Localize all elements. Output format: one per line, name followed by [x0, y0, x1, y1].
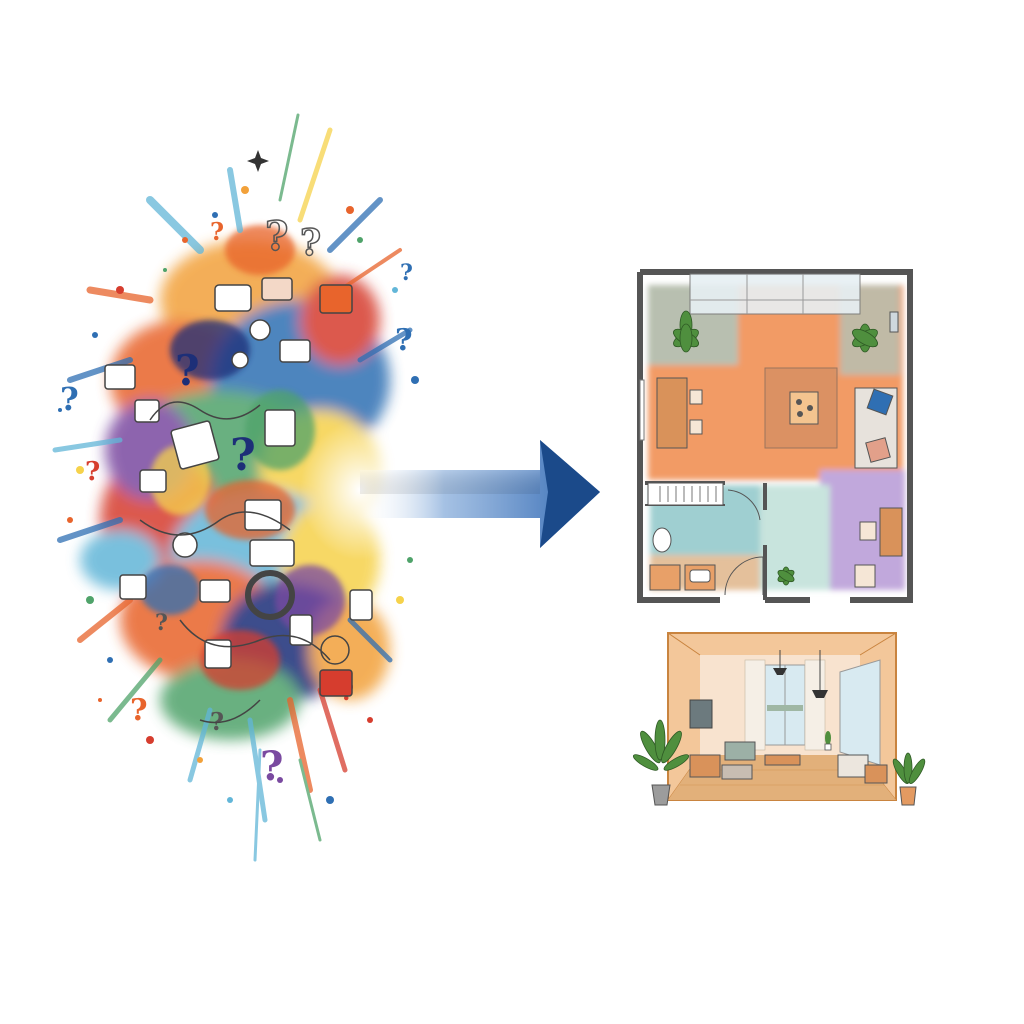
svg-text:?: ?	[85, 457, 100, 487]
splatter-rays	[52, 113, 413, 862]
pendant-lamp-2	[812, 690, 828, 698]
svg-text:?: ?	[155, 610, 168, 636]
desk	[879, 507, 903, 557]
object-ring	[245, 570, 295, 620]
small-plant-inside	[824, 731, 832, 751]
toilet	[652, 527, 672, 553]
pendant-lamp-1	[773, 668, 787, 675]
object-disc-1	[249, 319, 271, 341]
object-keyboard	[170, 420, 220, 470]
curtain-left	[744, 659, 766, 751]
svg-text:?: ?	[395, 323, 413, 358]
door-arc-2	[727, 489, 761, 521]
sparkle-icon	[247, 150, 269, 172]
door-arc-1	[724, 556, 764, 596]
plant-icon-2	[852, 323, 878, 353]
object-appliance-2	[279, 339, 311, 363]
side-cabinet	[689, 754, 721, 778]
plant-icon-1	[673, 310, 699, 353]
side-window	[839, 659, 881, 766]
svg-text:?: ?	[60, 380, 79, 418]
object-cable-3	[179, 619, 331, 661]
potted-plant-right	[892, 752, 926, 806]
object-red-box	[319, 669, 353, 697]
svg-text:?: ?	[210, 217, 224, 246]
object-cable-2	[139, 511, 291, 536]
coffee-table-view	[764, 754, 801, 766]
coffee-table	[789, 391, 819, 425]
object-fridge	[264, 409, 296, 447]
object-cable-4	[199, 699, 261, 724]
svg-text:?: ?	[230, 430, 256, 481]
dining-table	[656, 377, 688, 449]
pot-left	[651, 784, 671, 806]
potted-plant-left	[632, 719, 690, 806]
object-box-4	[199, 579, 231, 603]
kitchen-counter	[647, 482, 724, 506]
svg-text:?: ?	[175, 346, 200, 395]
wall-art	[689, 699, 713, 729]
sofa-view	[837, 754, 869, 778]
object-disc-2	[172, 532, 198, 558]
object-box-1	[214, 284, 252, 312]
pot-right	[899, 786, 917, 806]
splatter-dots	[58, 186, 419, 804]
object-bottle	[349, 589, 373, 621]
armchair	[724, 741, 756, 761]
left-window	[639, 379, 645, 441]
question-mark-icons: ? ? ? ? ? ? ? ? ? ? ? ? ? ?	[60, 212, 413, 790]
svg-text:?: ?	[300, 222, 321, 264]
object-lamp	[119, 574, 147, 600]
curtain-right	[804, 659, 826, 751]
object-phone	[289, 614, 313, 646]
transformation-arrow	[360, 440, 600, 548]
object-device	[249, 539, 295, 567]
object-orange-box	[319, 284, 353, 314]
svg-text:?: ?	[265, 213, 288, 260]
object-box-5	[204, 639, 232, 669]
plant-icon-3	[777, 566, 795, 586]
object-appliance-1	[104, 364, 136, 390]
object-disc-3	[231, 351, 249, 369]
svg-text:?: ?	[400, 260, 413, 286]
ottoman	[721, 764, 753, 780]
object-box-2	[261, 277, 293, 301]
object-cable-1	[149, 401, 261, 421]
sketched-objects	[104, 277, 373, 724]
svg-text:?: ?	[260, 743, 283, 790]
floor-plan	[637, 269, 913, 603]
object-cup	[134, 399, 160, 423]
top-window	[689, 273, 861, 315]
interior-view	[632, 632, 926, 806]
object-box-6	[139, 469, 167, 493]
vanity	[649, 564, 681, 591]
chaos-splash: ? ? ? ? ? ? ? ? ? ? ? ? ? ?	[52, 113, 420, 862]
arrow-head-shade	[540, 440, 600, 548]
svg-text:?: ?	[130, 693, 148, 728]
svg-text:?: ?	[210, 707, 224, 736]
